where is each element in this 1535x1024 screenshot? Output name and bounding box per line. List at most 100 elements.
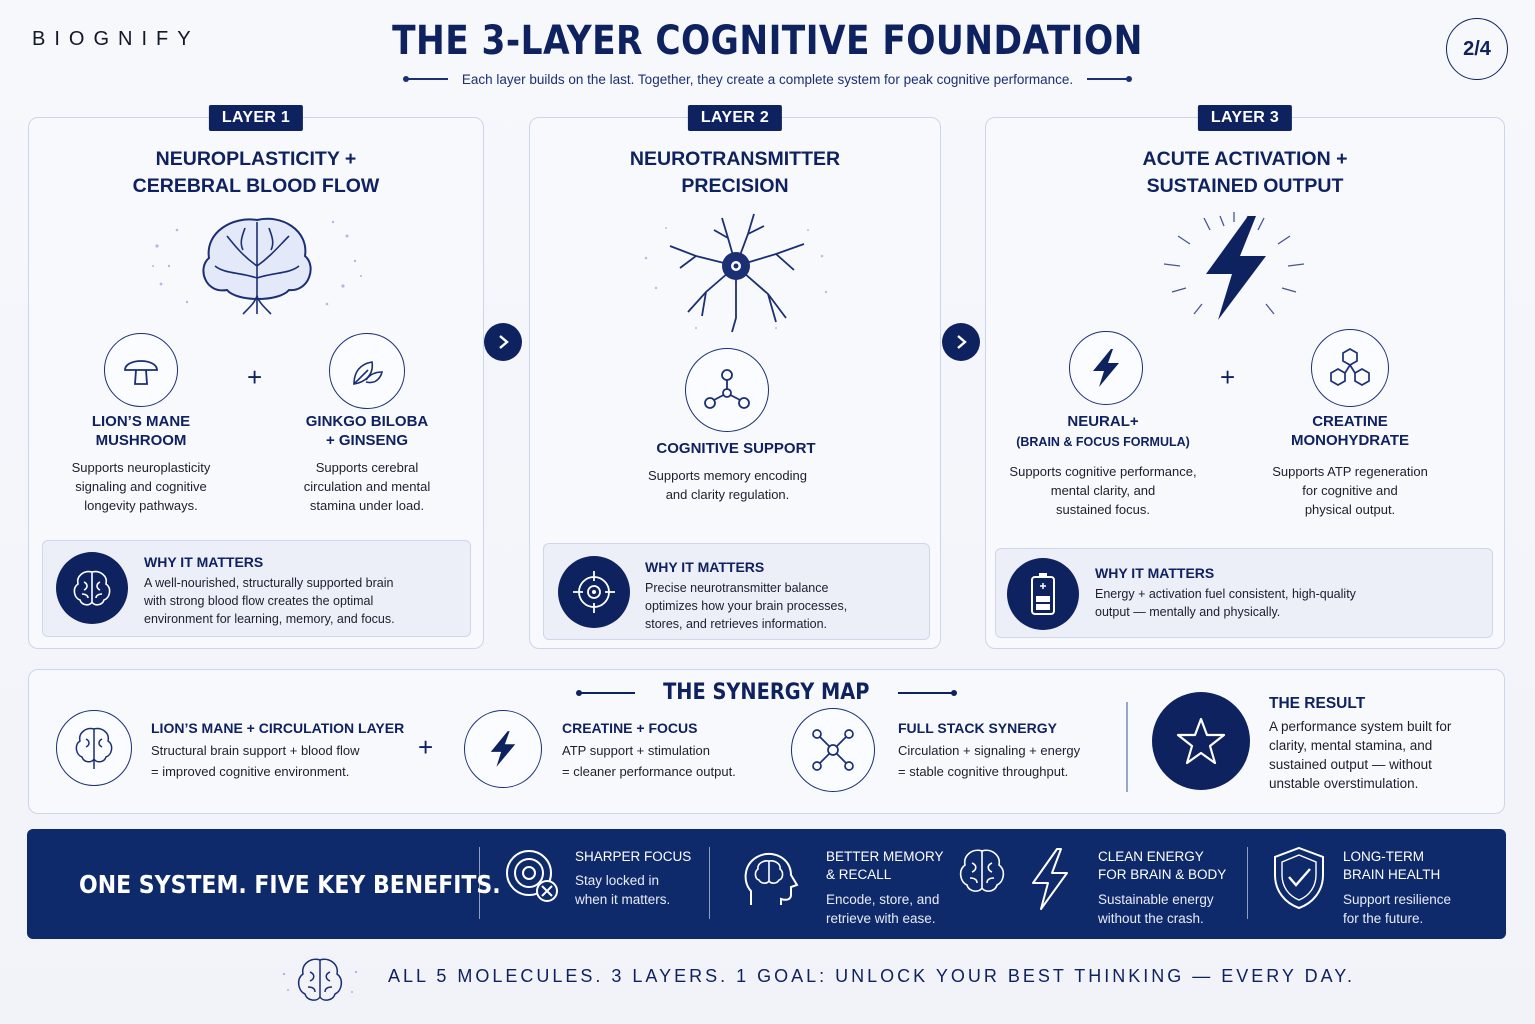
synergy-divider-left xyxy=(576,689,636,696)
synergy-line: = improved cognitive environment. xyxy=(151,764,350,779)
brain-icon xyxy=(280,954,360,1006)
benefit-1-title: SHARPER FOCUS xyxy=(575,848,691,866)
synergy-title: THE SYNERGY MAP xyxy=(663,680,870,705)
layer-2-title-line2: PRECISION xyxy=(681,175,789,197)
synergy-item-2-text: ATP support + stimulation = cleaner perf… xyxy=(562,740,736,782)
ingredient-desc-ginkgo: Supports cerebral circulation and mental… xyxy=(279,458,455,515)
why-line: A well-nourished, structurally supported… xyxy=(144,576,394,590)
desc-line: Supports ATP regeneration xyxy=(1272,464,1428,479)
synergy-line: = cleaner performance output. xyxy=(562,764,736,779)
benefit-text-line: when it matters. xyxy=(575,892,671,907)
ingredient-name-ginkgo: GINKGO BILOBA + GINSENG xyxy=(287,412,447,450)
synergy-item-2-head: CREATINE + FOCUS xyxy=(562,720,698,736)
result-line: unstable overstimulation. xyxy=(1269,776,1419,791)
ingredient-name-line1: CREATINE xyxy=(1312,413,1388,430)
battery-icon xyxy=(1007,558,1079,630)
ingredient-name-line2: + GINSENG xyxy=(325,432,409,449)
mushroom-icon xyxy=(104,333,178,407)
result-line: sustained output — without xyxy=(1269,757,1432,772)
ingredient-name-line2: (BRAIN & FOCUS FORMULA) xyxy=(1016,435,1190,449)
desc-line: sustained focus. xyxy=(1056,502,1150,517)
benefit-text-line: Encode, store, and xyxy=(826,892,940,907)
benefit-title-line: BRAIN HEALTH xyxy=(1343,867,1441,882)
synergy-item-3-head: FULL STACK SYNERGY xyxy=(898,720,1057,736)
layer-1-title-line2: CEREBRAL BLOOD FLOW xyxy=(132,175,380,197)
why-line: optimizes how your brain processes, xyxy=(645,599,848,613)
leaf-icon xyxy=(329,333,405,409)
next-layer-arrow-1[interactable] xyxy=(484,323,522,361)
ingredient-name-line1: GINKGO BILOBA xyxy=(305,413,429,430)
target-icon xyxy=(558,556,630,628)
benefit-2-title: BETTER MEMORY & RECALL xyxy=(826,848,944,884)
desc-line: physical output. xyxy=(1304,502,1396,517)
synergy-map: THE SYNERGY MAP LION’S MANE + CIRCULATIO… xyxy=(28,669,1505,814)
layer-3-title-line2: SUSTAINED OUTPUT xyxy=(1146,175,1344,197)
synergy-item-1-head: LION’S MANE + CIRCULATION LAYER xyxy=(151,720,405,736)
benefit-3-title: CLEAN ENERGY FOR BRAIN & BODY xyxy=(1098,848,1226,884)
footer: ALL 5 MOLECULES. 3 LAYERS. 1 GOAL: UNLOC… xyxy=(0,950,1535,1006)
page-subtitle: Each layer builds on the last. Together,… xyxy=(461,71,1074,87)
benefit-text-line: Sustainable energy xyxy=(1098,892,1214,907)
synergy-line: Structural brain support + blood flow xyxy=(151,743,360,758)
benefit-title-line: FOR BRAIN & BODY xyxy=(1098,867,1227,882)
network-icon xyxy=(791,708,875,792)
synergy-divider-right xyxy=(897,689,957,696)
layer-2-title: NEUROTRANSMITTER PRECISION xyxy=(530,146,940,200)
why-line: environment for learning, memory, and fo… xyxy=(144,612,395,626)
benefit-separator xyxy=(479,847,480,919)
layer-2-card: LAYER 2 NEUROTRANSMITTER PRECISION xyxy=(529,105,941,649)
page-title: THE 3-LAYER COGNITIVE FOUNDATION xyxy=(392,18,1143,64)
desc-line: Supports cognitive performance, xyxy=(1009,464,1197,479)
bolt-icon xyxy=(464,710,542,788)
synergy-item-3-text: Circulation + signaling + energy = stabl… xyxy=(898,740,1080,782)
synergy-item-1-text: Structural brain support + blood flow = … xyxy=(151,740,359,782)
why-line: Precise neurotransmitter balance xyxy=(645,581,829,595)
benefit-separator xyxy=(1247,847,1248,919)
benefit-1-text: Stay locked in when it matters. xyxy=(575,871,670,909)
why-text: Precise neurotransmitter balance optimiz… xyxy=(645,579,925,633)
desc-line: mental clarity, and xyxy=(1050,483,1156,498)
result-line: A performance system built for xyxy=(1269,719,1452,734)
benefit-3-text: Sustainable energy without the crash. xyxy=(1098,890,1214,928)
desc-line: longevity pathways. xyxy=(84,498,198,513)
benefit-title-line: SHARPER FOCUS xyxy=(575,849,692,864)
ingredient-name-cognitive-support: COGNITIVE SUPPORT xyxy=(656,440,816,457)
ingredient-name-line1: NEURAL+ xyxy=(1067,413,1139,430)
ingredient-desc-cognitive-support: Supports memory encoding and clarity reg… xyxy=(530,466,925,504)
desc-line: Supports cerebral xyxy=(315,460,419,475)
star-icon xyxy=(1152,692,1250,790)
synergy-line: ATP support + stimulation xyxy=(562,743,711,758)
ingredient-name-creatine: CREATINE MONOHYDRATE xyxy=(1270,412,1430,450)
synergy-title-row: THE SYNERGY MAP xyxy=(29,680,1504,705)
lightning-burst-icon xyxy=(1144,208,1324,328)
ingredient-name-neural-plus: NEURAL+ (BRAIN & FOCUS FORMULA) xyxy=(986,412,1220,452)
synergy-line: Circulation + signaling + energy xyxy=(898,743,1081,758)
benefits-banner: ONE SYSTEM. FIVE KEY BENEFITS. SHARPER F… xyxy=(27,829,1506,939)
molecule-icon xyxy=(685,348,769,432)
result-title: THE RESULT xyxy=(1269,695,1366,712)
next-layer-arrow-2[interactable] xyxy=(942,323,980,361)
why-title: WHY IT MATTERS xyxy=(144,554,264,570)
subtitle-row: Each layer builds on the last. Together,… xyxy=(0,70,1535,88)
benefits-headline: ONE SYSTEM. FIVE KEY BENEFITS. xyxy=(79,870,501,899)
brain-icon xyxy=(56,552,128,624)
benefit-title-line: LONG-TERM xyxy=(1343,849,1424,864)
focus-target-icon xyxy=(503,847,563,907)
why-text: Energy + activation fuel consistent, hig… xyxy=(1095,585,1485,621)
why-line: stores, and retrieves information. xyxy=(645,617,828,631)
desc-line: signaling and cognitive xyxy=(75,479,207,494)
layer-1-title: NEUROPLASTICITY + CEREBRAL BLOOD FLOW xyxy=(29,146,483,200)
subtitle-divider-left xyxy=(402,76,448,82)
layer-1-card: LAYER 1 NEUROPLASTICITY + CEREBRAL BLOOD… xyxy=(28,105,484,649)
hexagon-molecule-icon xyxy=(1311,329,1389,407)
why-it-matters-layer-1: WHY IT MATTERS A well-nourished, structu… xyxy=(42,540,471,637)
benefit-title-line: CLEAN ENERGY xyxy=(1098,849,1204,864)
chevron-right-icon xyxy=(957,335,967,349)
layer-2-title-line1: NEUROTRANSMITTER xyxy=(629,148,841,170)
plus-icon: + xyxy=(247,362,263,392)
page-indicator[interactable]: 2/4 xyxy=(1446,18,1508,80)
plus-icon: + xyxy=(418,732,434,762)
desc-line: and clarity regulation. xyxy=(665,487,790,502)
layer-1-title-line1: NEUROPLASTICITY + xyxy=(155,148,357,170)
benefit-text-line: Support resilience xyxy=(1343,892,1452,907)
